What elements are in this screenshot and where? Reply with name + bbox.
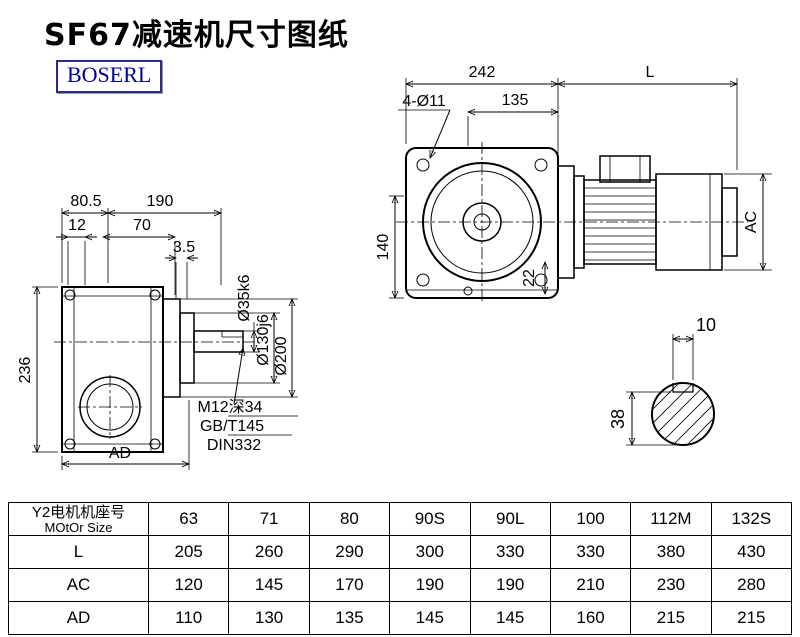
dim-80-5-label: 80.5 [70,193,101,210]
value-cell: 120 [147,568,230,602]
side-dimensions: 80.5 190 12 70 3.5 236 AD [17,193,298,470]
value-cell: 110 [147,601,230,635]
dim-236-label: 236 [17,357,34,384]
dim-10-label: 10 [696,315,716,335]
dim-AC-label: AC [743,211,760,233]
value-cell: 145 [389,601,471,635]
dim-AD-label: AD [109,445,131,462]
value-cell: 215 [630,601,712,635]
technical-drawing: 242 L 135 4-Ø11 140 22 AC [17,64,772,470]
dim-242-label: 242 [469,64,496,81]
value-cell: 170 [308,568,391,602]
value-cell: 330 [469,535,551,569]
flange-dia-label: Ø200 [273,336,290,375]
size-cell: 90L [469,502,551,536]
value-cell: 135 [308,601,391,635]
shaft-end-dimensions: 10 38 [608,315,716,445]
value-cell: 230 [630,568,712,602]
tap-note-line1: M12深34 [198,398,263,416]
table-row-header: Y2电机机座号 MOtOr Size 63 71 80 90S 90L 100 … [8,502,793,536]
brand-logo: BOSERL [56,60,163,93]
value-cell: 290 [308,535,391,569]
header-motor-size-en: MOtOr Size [44,519,113,535]
size-cell: 132S [710,502,793,536]
value-cell: 145 [228,568,310,602]
size-cell: 112M [630,502,712,536]
tap-note-line2: GB/T145 [200,418,264,435]
holes-label: 4-Ø11 [402,93,445,110]
keyway-slot [672,383,694,393]
size-table: Y2电机机座号 MOtOr Size 63 71 80 90S 90L 100 … [8,502,793,635]
value-cell: 130 [228,601,310,635]
front-dimensions: 242 L 135 4-Ø11 140 22 AC [375,64,772,298]
value-cell: 145 [469,601,551,635]
table-row-L: L 205 260 290 300 330 330 380 430 [8,535,793,569]
value-cell: 330 [549,535,632,569]
dim-135-label: 135 [502,92,529,109]
value-cell: 190 [469,568,551,602]
value-cell: 300 [389,535,471,569]
value-cell: 210 [549,568,632,602]
brand-logo-text: BOSERL [67,62,152,87]
side-view [54,286,258,453]
value-cell: 215 [710,601,793,635]
output-shaft [193,330,244,353]
side-housing [61,286,164,453]
table-row-AC: AC 120 145 170 190 190 210 230 280 [8,568,793,602]
size-cell: 63 [147,502,230,536]
shaft-dia-label: Ø35k6 [236,274,253,321]
table-row-AD: AD 110 130 135 145 145 160 215 215 [8,601,793,635]
value-cell: 160 [549,601,632,635]
front-view [396,142,748,304]
value-cell: 260 [228,535,310,569]
row-label: AC [8,568,149,602]
dim-140-label: 140 [375,234,392,261]
dim-3-5-label: 3.5 [173,239,195,256]
shaft-end-view [651,382,715,446]
row-label: L [8,535,149,569]
value-cell: 205 [147,535,230,569]
header-motor-size-cn: Y2电机机座号 [31,503,126,521]
dim-70-label: 70 [133,217,151,234]
page-title: SF67减速机尺寸图纸 [44,18,349,53]
shaft-section-circle [651,382,715,446]
header-motor-size: Y2电机机座号 MOtOr Size [8,502,149,536]
dim-22-label: 22 [521,269,538,287]
dim-38-label: 38 [608,409,628,429]
row-label: AD [8,601,149,635]
size-cell: 90S [389,502,471,536]
dim-12-label: 12 [68,217,86,234]
dim-L-label: L [646,64,655,81]
size-cell: 100 [549,502,632,536]
value-cell: 430 [710,535,793,569]
value-cell: 380 [630,535,712,569]
section-hatching [653,384,713,444]
tap-note-line3: DIN332 [207,437,261,454]
spigot-dia-label: Ø130j6 [255,314,272,366]
dim-190-label: 190 [147,193,174,210]
value-cell: 280 [710,568,793,602]
size-cell: 71 [228,502,310,536]
size-cell: 80 [308,502,391,536]
value-cell: 190 [389,568,471,602]
